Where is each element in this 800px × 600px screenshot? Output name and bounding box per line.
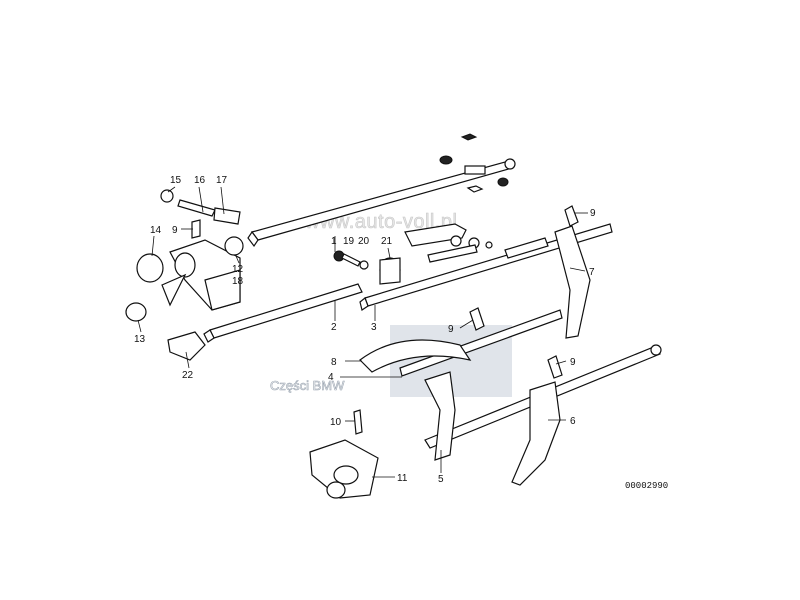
callout-14: 14 [150,225,162,236]
pin-10 [353,409,363,435]
callout-10: 10 [330,417,342,428]
callout-16: 16 [194,175,206,186]
bush-14 [136,253,164,283]
lever-small [404,223,493,263]
callout-5: 5 [438,474,444,485]
callout-11: 11 [397,473,408,484]
callout-21: 21 [381,236,393,247]
callout-20: 20 [358,236,370,247]
shift-fork-6 [511,355,563,486]
shift-rod-top [247,133,516,248]
callout-17: 17 [216,175,228,186]
shift-fork-7 [554,205,591,339]
callout-1: 1 [331,236,337,247]
pin-assembly [160,189,241,225]
callout-4: 4 [328,372,334,383]
watermark-text: Części BMW [270,378,345,393]
callout-19: 19 [343,236,355,247]
callout-22: 22 [182,370,194,381]
shift-fork-8 [359,307,485,461]
part-11 [309,439,379,499]
callout-13: 13 [134,334,146,345]
shift-rod-4 [399,309,563,377]
callout-2: 2 [331,322,337,333]
callout-12: 12 [232,264,244,275]
callout-3: 3 [371,322,377,333]
leader-lines [137,186,588,478]
callout-9a: 9 [590,208,596,219]
callout-9b: 9 [172,225,178,236]
shift-rod-3 [359,223,613,311]
callout-18: 18 [232,276,244,287]
callout-9c: 9 [448,324,454,335]
selector-block [161,219,241,311]
bolt-19 [333,250,369,270]
sleeve-21 [379,257,401,285]
shift-rod-2 [203,283,363,343]
callout-8: 8 [331,357,337,368]
bush-13 [125,302,147,322]
callout-15: 15 [170,175,182,186]
callout-9d: 9 [570,357,576,368]
callout-6: 6 [570,416,576,427]
bush-12 [224,236,244,256]
document-number: 00002990 [625,481,668,491]
part-22 [167,331,206,361]
callout-7: 7 [589,267,595,278]
